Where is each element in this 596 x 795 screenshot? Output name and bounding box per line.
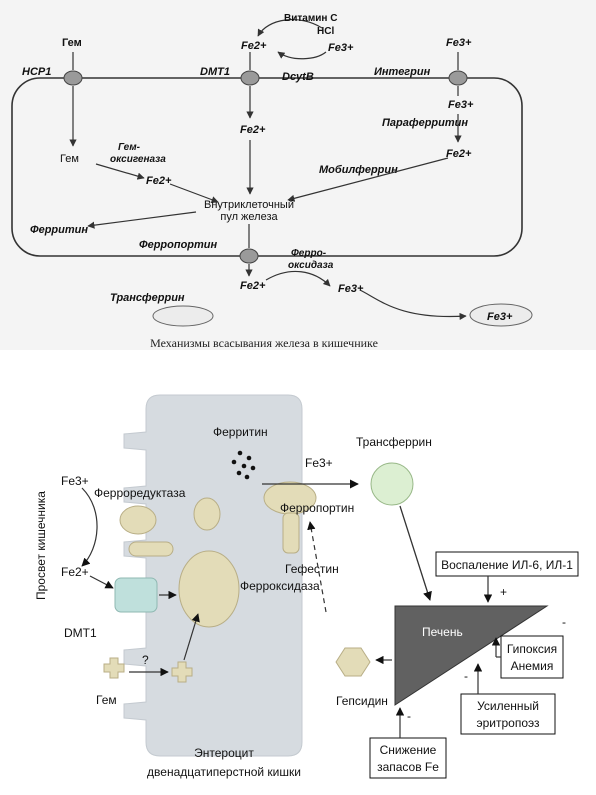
heme-oxygenase-label-2: оксигеназа [110, 154, 166, 165]
hcl-label: HCl [317, 26, 334, 37]
fe2-from-heme-label: Fe2+ [146, 175, 172, 187]
integrin-label: Интегрин [374, 66, 431, 78]
transferrin-shape [370, 462, 414, 506]
ferroxidase-label-2: оксидаза [288, 260, 334, 271]
intestinal-lumen-label: Просвет кишечника [34, 491, 48, 600]
fe2-to-dmt1-arrow [89, 575, 114, 589]
fe2-fe3-return-arrow [277, 51, 327, 60]
top-panel: Витамин С HCl Fe2+ Fe3+ Гем HCP1 Гем Гем… [0, 0, 596, 350]
hepcidin-label: Гепсидин [336, 694, 388, 708]
inflammation-box [435, 551, 579, 577]
heme-oxygenase-label-1: Гем- [118, 142, 141, 153]
enterocyte-label-2: двенадцатиперстной кишки [147, 765, 301, 779]
enterocyte-outline [11, 77, 523, 257]
heme-inner-label: Гем [60, 153, 79, 165]
fe3-to-fe2-arrow [257, 19, 323, 37]
heme-to-pool-arrow [183, 613, 200, 661]
erythropoiesis-label-1: Усиленный [477, 699, 539, 713]
liver-shape [394, 605, 549, 706]
paraferritin-label: Параферритин [382, 117, 468, 129]
liver-label: Печень [422, 625, 463, 639]
top-panel-background [0, 0, 596, 350]
transferrin-top-label: Трансферрин [110, 292, 185, 304]
fe3-exit-label: Fe3+ [338, 283, 364, 295]
ferritin-label: Ферритин [213, 425, 268, 439]
ferroportin-label: Ферропортин [280, 501, 354, 515]
ferroreductase-right-shape [193, 497, 221, 531]
organelle-bar [128, 541, 174, 557]
fe3-reduction-arrow [81, 487, 98, 567]
iron-stores-label-2: запасов Fe [377, 760, 439, 774]
inflammation-label: Воспаление ИЛ-6, ИЛ-1 [441, 558, 573, 572]
erythropoiesis-sign: - [464, 669, 468, 683]
hcp1-channel [63, 70, 83, 86]
fe2-heme-to-pool-arrow [169, 183, 219, 204]
ferritin-dots [231, 450, 256, 480]
hepcidin-inhibition-arrow [307, 521, 327, 613]
hcp1-label: HCP1 [22, 66, 51, 78]
mobilferrin-label: Мобилферрин [319, 164, 398, 176]
dmt1-transporter [114, 577, 158, 613]
hephaestin-shape [282, 512, 300, 554]
top-caption: Механизмы всасывания железа в кишечнике [150, 336, 378, 350]
heme-lumen-label: Гем [62, 37, 82, 49]
hepcidin-shape [335, 647, 371, 677]
fe2-center-label: Fe2+ [240, 124, 266, 136]
heme-lumen-shape [103, 657, 125, 679]
dmt1-channel [240, 70, 260, 86]
ferroxidase-label: Ферроксидаза [240, 579, 320, 593]
heme-cell-shape [171, 661, 193, 683]
enterocyte-label-1: Энтероцит [194, 746, 254, 760]
integrin-channel [448, 70, 468, 86]
fe3-to-transferrin-arrow [359, 289, 467, 320]
unknown-transport-label: ? [142, 653, 149, 667]
mobilferrin-arrow [287, 157, 449, 202]
ferroreductase-label: Ферроредуктаза [94, 486, 186, 500]
iron-stores-box [369, 737, 447, 779]
fe2-paraferritin-label: Fe2+ [446, 148, 472, 160]
erythropoiesis-box [460, 693, 556, 735]
hypoxia-label: Гипоксия [507, 642, 557, 656]
iron-pool-label-1: Внутриклеточный [204, 199, 294, 211]
apo-transferrin-shape [152, 305, 214, 327]
transferrin-to-liver-arrow [399, 505, 432, 601]
ferroxidase-label-1: Ферро- [291, 248, 327, 259]
fe3-transferrin-label: Fe3+ [487, 311, 513, 323]
fe3-integrin-label: Fe3+ [446, 37, 472, 49]
ferroreductase-left-shape [119, 505, 157, 535]
inflammation-sign: + [500, 585, 507, 599]
pool-to-ferritin-arrow [87, 211, 197, 229]
transferrin-label: Трансферрин [356, 435, 432, 449]
dmt1-label: DMT1 [64, 626, 97, 640]
erythropoiesis-label-2: эритропоэз [476, 716, 540, 730]
hypoxia-sign: - [562, 615, 566, 629]
fe3-lumen-label: Fe3+ [61, 474, 89, 488]
vitamin-c-label: Витамин С [284, 13, 337, 24]
ferroportin-top-label: Ферропортин [139, 239, 218, 251]
ferroportin-channel [239, 248, 259, 264]
fe3-lumen-label: Fe3+ [328, 42, 354, 54]
iron-pool-vesicle [178, 550, 240, 628]
anemia-label: Анемия [511, 659, 554, 673]
fe3-after-integrin-label: Fe3+ [448, 99, 474, 111]
dmt1-top-label: DMT1 [200, 66, 230, 78]
holo-transferrin-shape [469, 303, 533, 327]
fe2-lumen-label: Fe2+ [61, 565, 89, 579]
iron-stores-label-1: Снижение [380, 743, 437, 757]
heme-label: Гем [96, 693, 117, 707]
fe2-to-fe3-arrow [265, 270, 331, 287]
hephaestin-label: Гефестин [285, 562, 339, 576]
ferritin-top-label: Ферритин [30, 224, 88, 236]
fe2-exit-label: Fe2+ [240, 280, 266, 292]
fe3-export-label: Fe3+ [305, 456, 333, 470]
dcytb-label: DcytB [282, 71, 314, 83]
iron-stores-sign: - [407, 709, 411, 723]
iron-pool-label-2: пул железа [220, 211, 278, 223]
heme-to-fe2-arrow [95, 163, 145, 180]
bottom-panel: Ферритин Трансферрин Fe3+ Fe3+ Феррореду… [34, 394, 579, 779]
fe2-dmt1-label: Fe2+ [241, 40, 267, 52]
